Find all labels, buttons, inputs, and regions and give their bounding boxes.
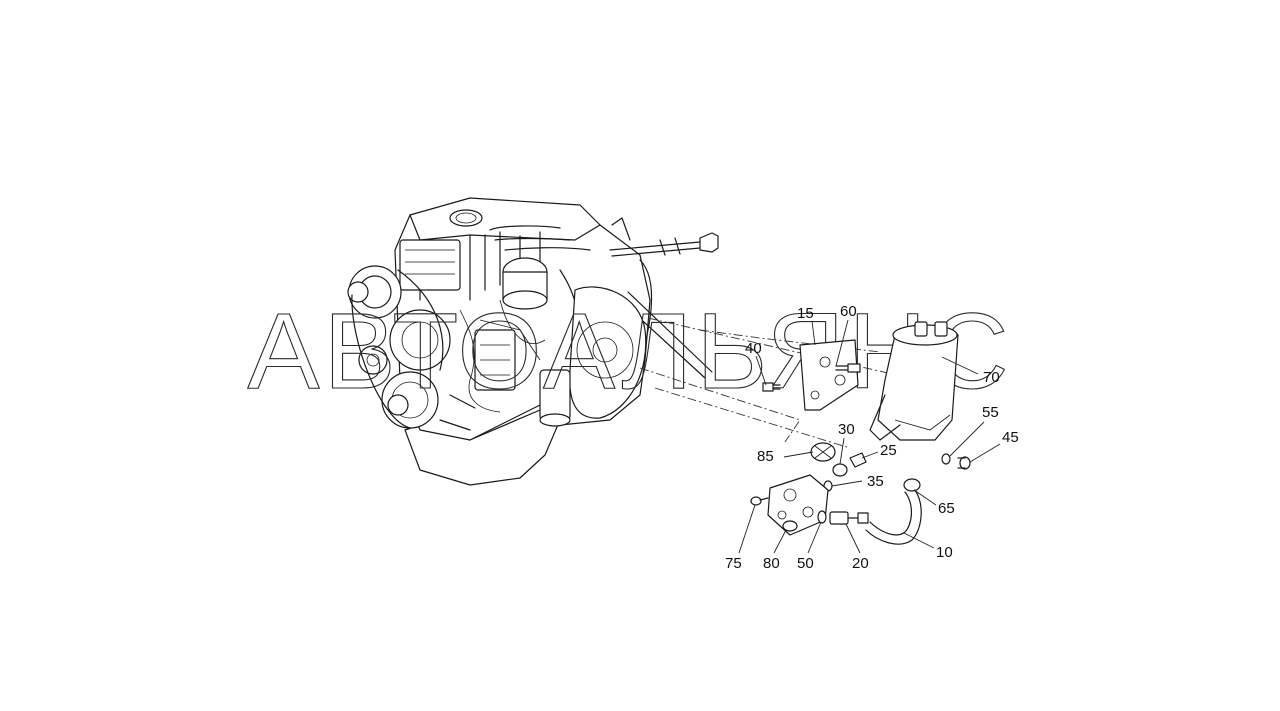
callout-35: 35: [867, 473, 884, 490]
callout-15: 15: [797, 305, 814, 322]
part-hose-10: [865, 489, 922, 545]
part-bracket: [799, 339, 859, 411]
part-bolt-60: [835, 363, 861, 373]
callout-70: 70: [983, 369, 1000, 386]
callouts: 15 60 40 70 55 45 30 25 85 35 65 10 75 8…: [725, 303, 1019, 572]
callout-60: 60: [840, 303, 857, 320]
part-plug-30: [832, 463, 848, 477]
callout-55: 55: [982, 404, 999, 421]
part-pump-80: [767, 474, 829, 536]
callout-50: 50: [797, 555, 814, 572]
watermark-text: АВТОАЛЬЯНС: [248, 290, 1013, 411]
callout-40: 40: [745, 340, 762, 357]
callout-45: 45: [1002, 429, 1019, 446]
part-cap-85: [810, 442, 836, 462]
part-cap-25: [849, 452, 867, 468]
leader-lines: [738, 319, 1001, 554]
part-bolt-75: [750, 496, 769, 506]
callout-65: 65: [938, 500, 955, 517]
part-valve-20: [829, 511, 869, 525]
part-bolt-40: [762, 382, 781, 392]
callout-75: 75: [725, 555, 742, 572]
callout-25: 25: [880, 442, 897, 459]
engine-assembly: [347, 197, 719, 486]
callout-30: 30: [838, 421, 855, 438]
part-reservoir: [869, 321, 959, 441]
part-oring-55: [941, 453, 951, 465]
part-clamp-65: [903, 478, 921, 492]
callout-80: 80: [763, 555, 780, 572]
callout-10: 10: [936, 544, 953, 561]
part-fitting-45: [957, 456, 971, 470]
part-oring-50: [817, 510, 827, 524]
callout-20: 20: [852, 555, 869, 572]
callout-85: 85: [757, 448, 774, 465]
